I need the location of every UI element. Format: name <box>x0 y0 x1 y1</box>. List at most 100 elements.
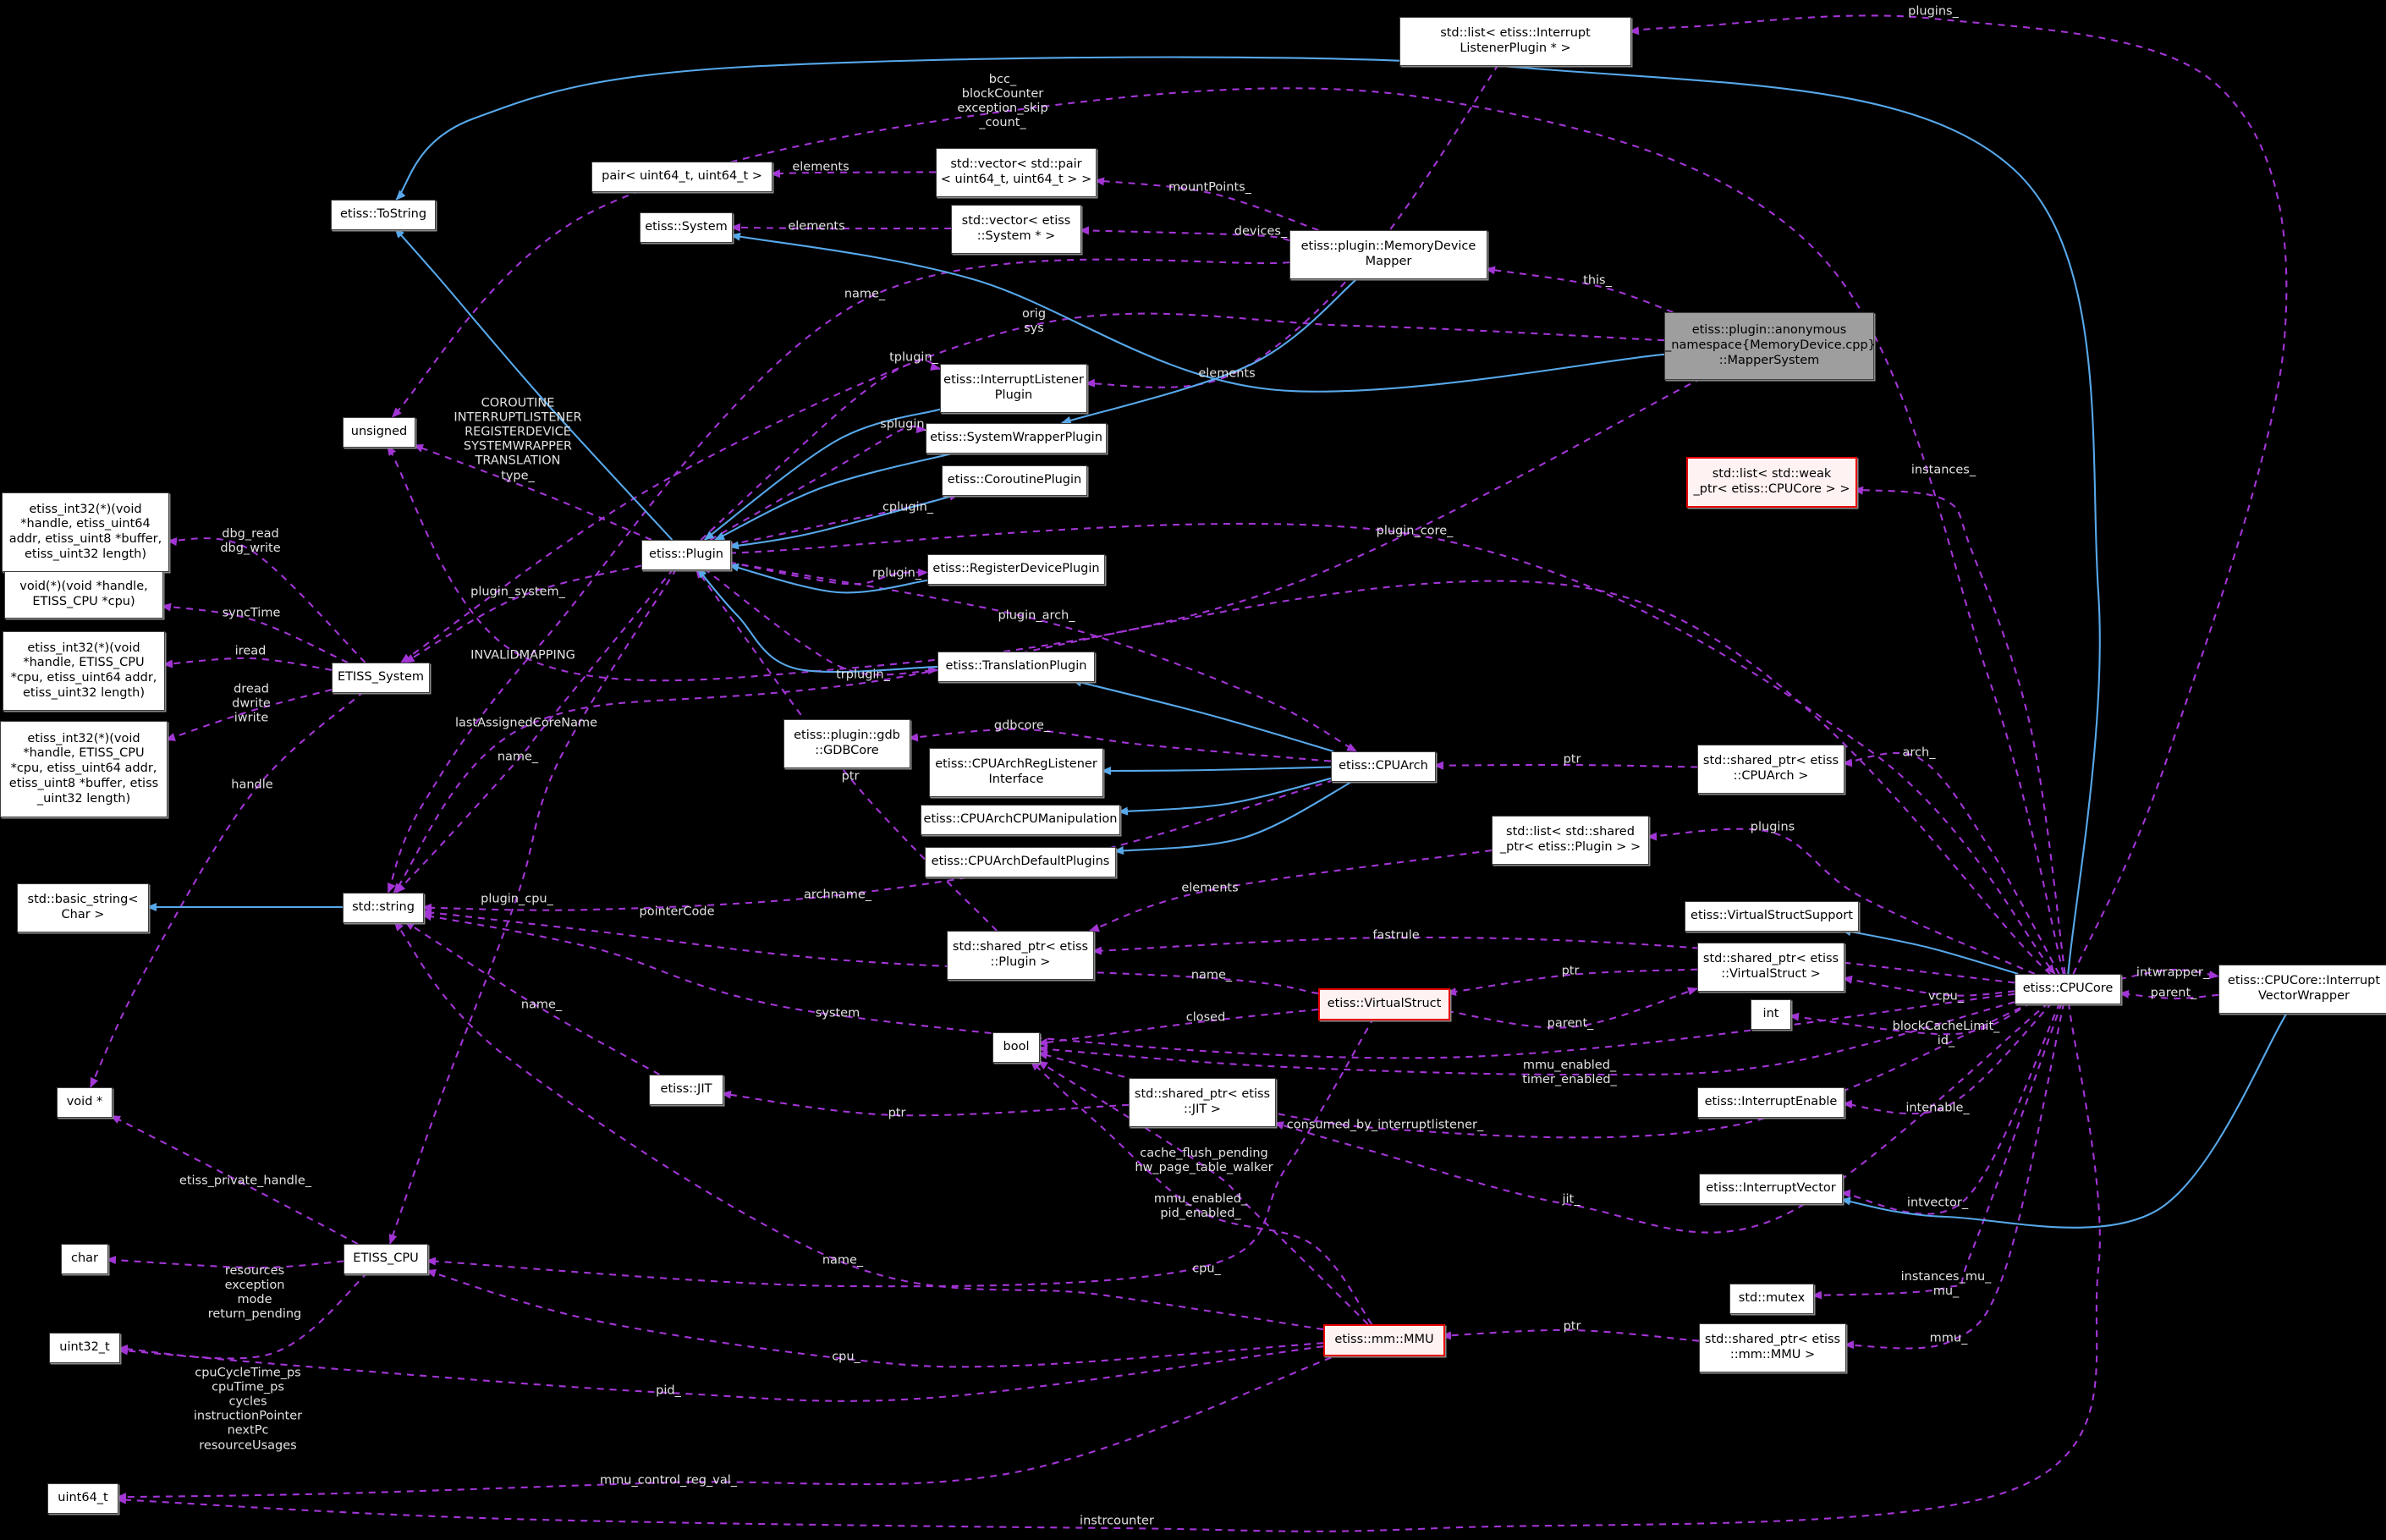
node-fn-iread[interactable]: etiss_int32(*)(void*handle, ETISS_CPU*cp… <box>3 631 165 711</box>
node-etiss-jit[interactable]: etiss::JIT <box>649 1075 723 1105</box>
node-reg-dev-plugin[interactable]: etiss::RegisterDevicePlugin <box>927 554 1105 585</box>
edge-label-line: name_ <box>497 750 539 764</box>
edge-cpu_core-to-sp_mmu <box>1844 1002 2065 1350</box>
node-fn-dbg[interactable]: etiss_int32(*)(void*handle, etiss_uint64… <box>2 492 169 572</box>
node-sys-wrap-plugin[interactable]: etiss::SystemWrapperPlugin <box>926 423 1107 454</box>
node-basic-string[interactable]: std::basic_string<Char > <box>17 883 149 932</box>
node-mutex[interactable]: std::mutex <box>1729 1284 1814 1314</box>
node-label-line: etiss::JIT <box>660 1082 712 1097</box>
node-int-box[interactable]: int <box>1751 999 1791 1030</box>
edge-label-line: cache_flush_pending <box>1140 1146 1268 1160</box>
edge-plugin-to-reg_dev_plugin <box>728 561 928 586</box>
node-mmu[interactable]: etiss::mm::MMU <box>1323 1324 1445 1356</box>
edge-etiss_system_struct-to-void_ptr <box>89 690 365 1088</box>
edge-label-devices: devices_ <box>1234 224 1287 239</box>
node-etiss-system-cls[interactable]: etiss::System <box>640 212 733 243</box>
node-label-line: uint64_t <box>58 1491 108 1505</box>
edge-sp_plugin-to-plugin <box>695 568 998 932</box>
node-cpuarch-default[interactable]: etiss::CPUArchDefaultPlugins <box>925 847 1116 877</box>
node-vec-system[interactable]: std::vector< etiss::System * > <box>951 205 1081 254</box>
node-label-line: ::JIT > <box>1184 1103 1221 1116</box>
edge-label-line: dbg_read <box>222 526 279 541</box>
edge-etiss_cpu-to-uint32 <box>118 1272 369 1360</box>
node-cpu-core[interactable]: etiss::CPUCore <box>2015 974 2121 1004</box>
node-interrupt-enable[interactable]: etiss::InterruptEnable <box>1697 1087 1844 1118</box>
node-tostring[interactable]: etiss::ToString <box>331 200 436 230</box>
edge-cpu_core-to-int_vec_wrapper <box>2119 968 2219 981</box>
node-translation-plugin[interactable]: etiss::TranslationPlugin <box>937 652 1095 682</box>
edge-label-name: name_ <box>498 750 538 764</box>
node-sp-mmu[interactable]: std::shared_ptr< etiss::mm::MMU > <box>1699 1323 1846 1372</box>
edge-label-lastassignedcorename: lastAssignedCoreName <box>455 716 597 730</box>
node-uint64[interactable]: uint64_t <box>47 1483 118 1514</box>
node-char-box[interactable]: char <box>61 1244 108 1274</box>
node-coroutine-plugin[interactable]: etiss::CoroutinePlugin <box>942 465 1087 496</box>
node-cpu-arch[interactable]: etiss::CPUArch <box>1331 751 1436 782</box>
node-interrupt-vector[interactable]: etiss::InterruptVector <box>1699 1174 1843 1204</box>
node-label-line: Mapper <box>1365 255 1412 268</box>
edge-label-pid: pid_ <box>656 1383 681 1398</box>
edge-label-line: SYSTEMWRAPPER <box>463 440 573 454</box>
node-label-line: ::CPUArch > <box>1733 769 1809 783</box>
edge-label-line: closed <box>1185 1010 1226 1025</box>
node-label-line: etiss::CPUArchCPUManipulation <box>923 812 1118 827</box>
node-plugin[interactable]: etiss::Plugin <box>641 540 731 570</box>
node-label-line: std::shared_ptr< etiss <box>1702 754 1839 768</box>
node-label-line: etiss::VirtualStruct <box>1327 997 1442 1011</box>
edge-label-line: ptr <box>841 769 860 784</box>
node-pair-u64[interactable]: pair< uint64_t, uint64_t > <box>591 162 772 192</box>
edge-mem_dev_mapper-to-sys_wrap_plugin <box>1060 277 1360 425</box>
node-sp-virtualstruct[interactable]: std::shared_ptr< etiss::VirtualStruct > <box>1697 943 1844 992</box>
node-etiss-system-struct[interactable]: ETISS_System <box>332 663 430 693</box>
node-void-ptr[interactable]: void * <box>57 1087 113 1118</box>
node-unsigned-box[interactable]: unsigned <box>343 417 415 448</box>
edge-cpu_core-to-std_string <box>393 580 2051 975</box>
node-label-line: std::shared_ptr< etiss <box>1134 1087 1271 1102</box>
edge-label-line: type_ <box>501 469 535 483</box>
node-sp-cpuarch[interactable]: std::shared_ptr< etiss::CPUArch > <box>1697 745 1844 794</box>
edge-mem_dev_mapper-to-vec_pair <box>1094 177 1319 231</box>
node-label-line: etiss::Plugin <box>649 547 723 562</box>
node-label-line: *handle, ETISS_CPU <box>23 746 145 761</box>
node-label-line: etiss::CPUCore <box>2022 982 2114 996</box>
node-bool-box[interactable]: bool <box>992 1032 1040 1063</box>
node-vs-support[interactable]: etiss::VirtualStructSupport <box>1685 901 1859 932</box>
node-list-sp-plugin[interactable]: std::list< std::shared_ptr< etiss::Plugi… <box>1492 816 1649 865</box>
node-weak-list[interactable]: std::list< std::weak_ptr< etiss::CPUCore… <box>1686 457 1857 508</box>
edge-label-synctime: syncTime <box>223 606 281 620</box>
node-fn-dread[interactable]: etiss_int32(*)(void*handle, ETISS_CPU*cp… <box>0 721 168 817</box>
edge-label-line: COROUTINE <box>481 396 555 410</box>
node-mapper-system[interactable]: etiss::plugin::anonymous_namespace{Memor… <box>1664 312 1876 380</box>
edge-label-line: plugins <box>1750 820 1795 834</box>
edge-list_int_listener-to-int_listener_plugin <box>1085 63 1499 388</box>
node-label-line: ETISS_System <box>337 670 425 685</box>
node-etiss-cpu[interactable]: ETISS_CPU <box>344 1244 428 1274</box>
node-sp-jit[interactable]: std::shared_ptr< etiss::JIT > <box>1129 1078 1276 1127</box>
edge-label-line: resourceUsages <box>199 1438 297 1453</box>
node-sp-plugin[interactable]: std::shared_ptr< etiss::Plugin > <box>947 931 1094 980</box>
node-uint32[interactable]: uint32_t <box>49 1333 120 1363</box>
node-fn-synctime[interactable]: void(*)(void *handle,ETISS_CPU *cpu) <box>4 571 163 619</box>
edge-label-line: handle <box>231 778 273 792</box>
edge-label-line: splugin_ <box>880 417 931 432</box>
node-label-line: < uint64_t, uint64_t > > <box>940 173 1092 186</box>
edge-label-plugin-core: plugin_core_ <box>1377 524 1454 538</box>
node-vec-pair[interactable]: std::vector< std::pair< uint64_t, uint64… <box>936 148 1097 197</box>
edge-label-vcpu: vcpu_ <box>1928 989 1964 1004</box>
edge-label-line: mmu_enabled_ <box>1153 1191 1248 1206</box>
node-gdb-core[interactable]: etiss::plugin::gdb::GDBCore <box>783 719 910 768</box>
edge-label-line: cpu_ <box>1192 1262 1221 1276</box>
node-cpuarch-manip[interactable]: etiss::CPUArchCPUManipulation <box>921 805 1120 835</box>
node-label-line: etiss::CPUCore::Interrupt <box>2227 974 2381 988</box>
edge-label-mmu-enabled: mmu_enabled_pid_enabled_ <box>1154 1192 1247 1221</box>
edge-mmu-to-std_string <box>393 921 1324 1331</box>
node-virtual-struct[interactable]: etiss::VirtualStruct <box>1318 988 1450 1020</box>
node-std-string[interactable]: std::string <box>343 893 424 923</box>
node-label-line: ::VirtualStruct > <box>1721 967 1821 981</box>
